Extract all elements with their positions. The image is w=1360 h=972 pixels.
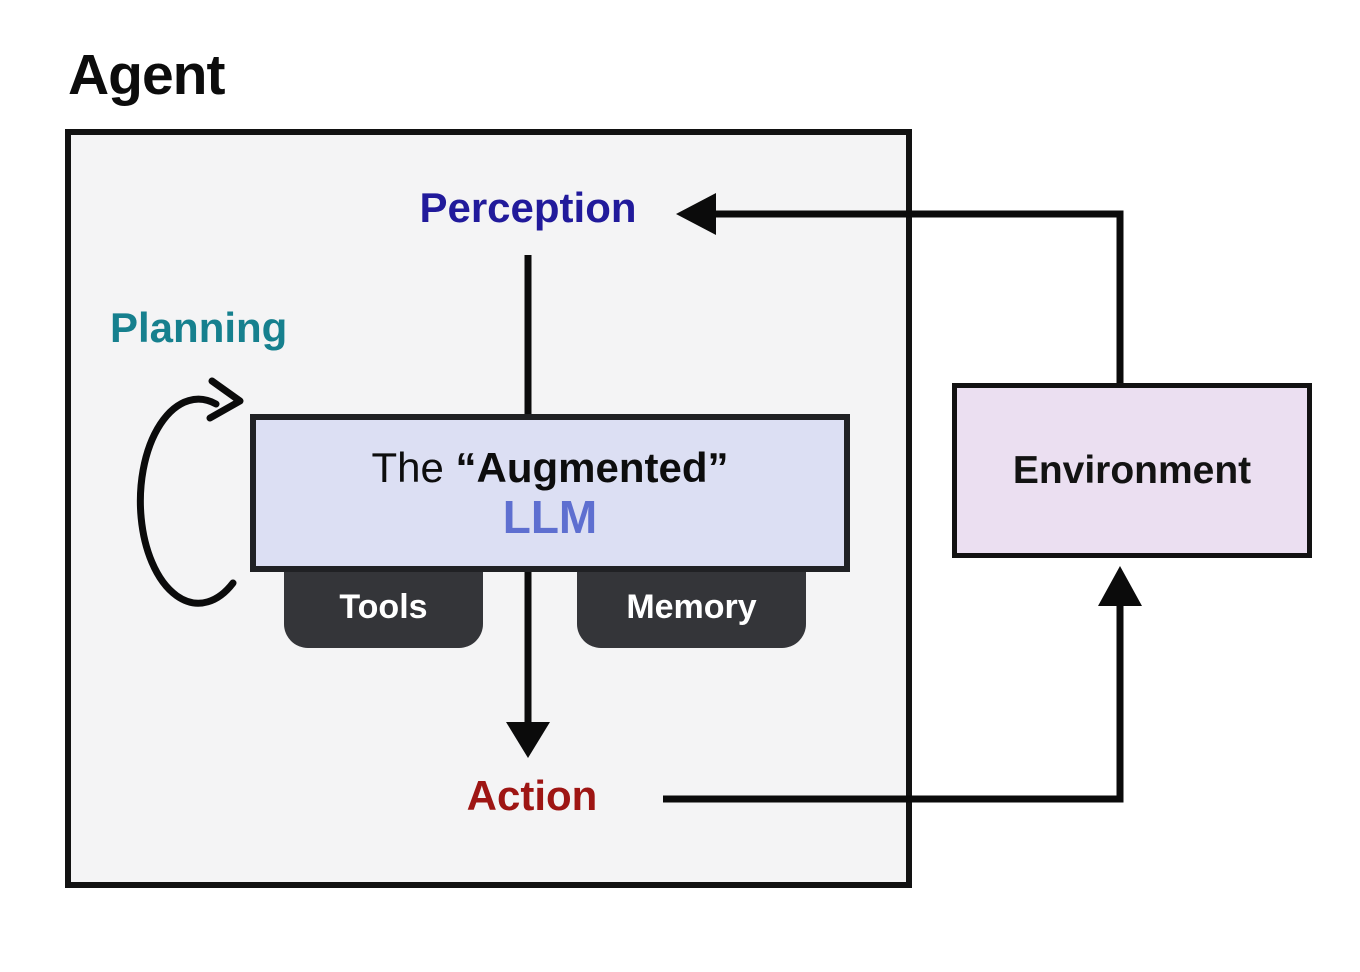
memory-tab-label: Memory — [626, 587, 757, 626]
llm-title-regular-part: The — [371, 443, 456, 491]
planning-label: Planning — [110, 304, 288, 351]
action-to-environment-arrowhead-icon — [1098, 566, 1142, 606]
llm-box-title-line: The “Augmented” — [371, 444, 728, 492]
environment-box: Environment — [952, 383, 1312, 558]
augmented-llm-box: The “Augmented” LLM — [250, 414, 850, 572]
perception-label: Perception — [419, 184, 637, 231]
llm-label: LLM — [502, 490, 598, 543]
tools-tab-label: Tools — [339, 587, 428, 626]
action-label: Action — [466, 772, 598, 819]
tools-tab: Tools — [284, 566, 483, 648]
environment-label: Environment — [1012, 448, 1252, 492]
memory-tab: Memory — [577, 566, 806, 648]
llm-title-bold-part: “Augmented” — [455, 443, 729, 491]
agent-title: Agent — [68, 43, 225, 107]
